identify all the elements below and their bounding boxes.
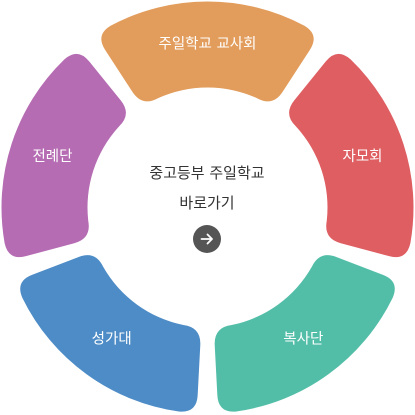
arrow-right-icon [200, 233, 213, 245]
segment-choir[interactable]: 성가대 [20, 255, 201, 412]
segment-mothers-association[interactable]: 자모회 [289, 53, 414, 258]
center-link[interactable]: 중고등부 주일학교 바로가기 [107, 158, 307, 253]
segment-shape[interactable] [214, 255, 395, 412]
go-button[interactable] [193, 225, 221, 253]
segment-shape[interactable] [101, 1, 314, 102]
center-title-line2: 바로가기 [179, 194, 235, 212]
segment-teacher-council[interactable]: 주일학교 교사회 [101, 1, 314, 102]
segment-shape[interactable] [20, 255, 201, 412]
segment-shape[interactable] [289, 53, 414, 258]
segment-shape[interactable] [1, 53, 126, 258]
segment-altar-servers[interactable]: 복사단 [214, 255, 395, 412]
center-title-line1: 중고등부 주일학교 [149, 164, 265, 182]
